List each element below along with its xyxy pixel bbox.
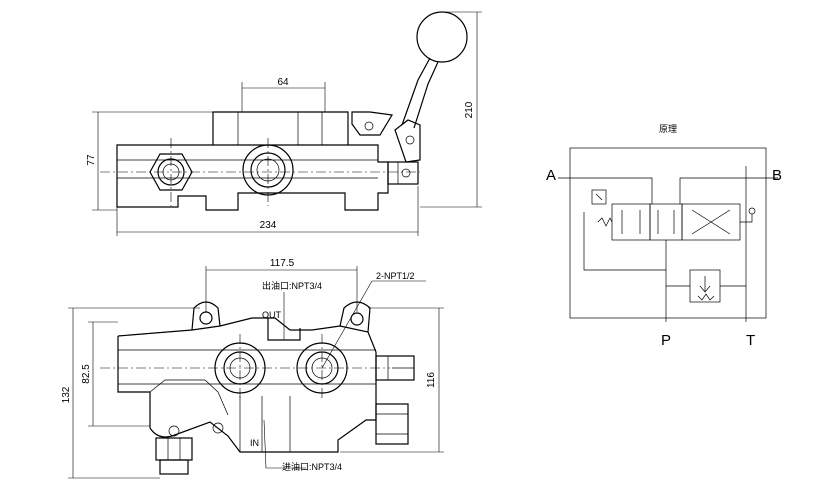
port-t-label: T bbox=[746, 332, 755, 349]
hydraulic-schematic: 原理 A B P T bbox=[546, 124, 782, 349]
directional-valve-symbol bbox=[591, 189, 756, 241]
port-p-label: P bbox=[661, 332, 671, 349]
dim-right-height-label: 116 bbox=[426, 372, 437, 388]
bottom-hex-fitting bbox=[155, 425, 193, 475]
in-label: IN bbox=[250, 438, 259, 448]
dim-width-label: 64 bbox=[277, 77, 289, 88]
dim-hole-spacing-label: 117.5 bbox=[270, 258, 295, 269]
dim-height-right-label: 210 bbox=[464, 101, 475, 118]
schematic-frame bbox=[569, 147, 767, 319]
port-size-callout: 2-NPT1/2 bbox=[376, 271, 415, 281]
relief-valve-symbol bbox=[666, 269, 746, 303]
inlet-port-label: 进油口:NPT3/4 bbox=[282, 461, 342, 472]
dim-total-height-label: 132 bbox=[61, 386, 72, 403]
out-label: OUT bbox=[262, 310, 282, 320]
port-b-label: B bbox=[772, 167, 782, 184]
dim-total-length-label: 234 bbox=[260, 220, 277, 231]
front-elevation-view: 117.5 132 82.5 116 出油口:NPT3/4 2-NPT1/2 O… bbox=[61, 258, 444, 479]
port-a-label: A bbox=[546, 167, 556, 184]
schematic-title: 原理 bbox=[659, 124, 677, 134]
outlet-port-label: 出油口:NPT3/4 bbox=[262, 280, 322, 291]
control-lever bbox=[401, 11, 468, 129]
dim-height-left-label: 77 bbox=[86, 154, 97, 166]
dim-inner-height-label: 82.5 bbox=[81, 364, 92, 384]
top-elevation-view: 64 234 77 210 bbox=[86, 11, 482, 236]
